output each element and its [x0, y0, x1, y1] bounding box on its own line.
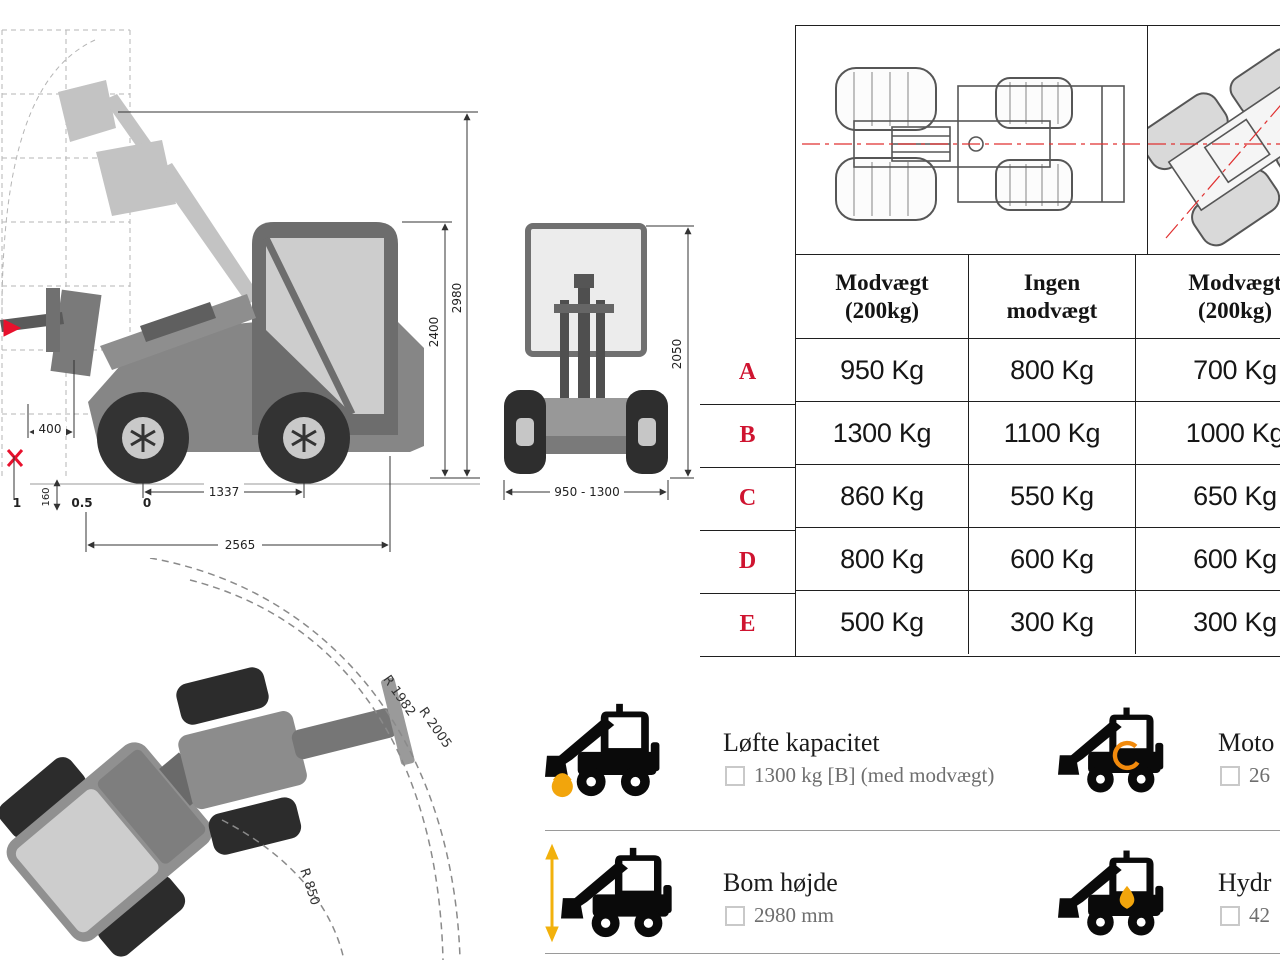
- top-view-articulated-lineart: [1148, 47, 1280, 247]
- capacity-cell: 950 Kg: [796, 339, 969, 401]
- spec-title-motor: Moto: [1218, 728, 1275, 757]
- capacity-cell: 500 Kg: [796, 591, 969, 654]
- spec-value-hydraulics: 42: [1220, 903, 1270, 928]
- dim-width-range: 950 - 1300: [554, 485, 619, 499]
- spec-value-text: 42: [1249, 903, 1270, 927]
- dim-0: 0: [143, 496, 151, 510]
- spec-value-boom-height: 2980 mm: [725, 903, 834, 928]
- capacity-cell: 600 Kg: [969, 528, 1136, 590]
- dim-05: 0.5: [71, 496, 92, 510]
- table-image-articulated: [1148, 26, 1280, 254]
- dim-1: 1: [13, 496, 21, 510]
- table-header-row: Modvægt (200kg) Ingen modvægt Modvægt (2…: [796, 255, 1280, 339]
- loader-top-view: [0, 667, 415, 957]
- motor-icon: [1058, 707, 1164, 793]
- row-divider-stub: [700, 530, 795, 531]
- capacity-cell: 600 Kg: [1193, 543, 1277, 574]
- capacity-cell: 650 Kg: [1193, 480, 1277, 511]
- front-mast: [554, 274, 614, 428]
- dim-r850: R 850: [296, 867, 322, 908]
- spec-value-text: 1300 kg [B] (med modvægt): [754, 763, 995, 787]
- spec-title-hydraulics: Hydr: [1218, 868, 1272, 897]
- dim-1337: 1337: [209, 485, 240, 499]
- boom-cylinder: [140, 302, 216, 342]
- side-view-drawing: 2980 2400 400 160 0.5 0 1 1337 2565: [0, 29, 480, 553]
- capacity-cell: 860 Kg: [796, 465, 969, 527]
- capacity-cell: 300 Kg: [969, 591, 1136, 654]
- col-header-counterweight-2: Modvægt (200kg): [1188, 269, 1280, 323]
- spec-title-lift-capacity: Løfte kapacitet: [723, 728, 880, 757]
- row-label-e: E: [739, 611, 756, 637]
- table-row-b: 1300 Kg 1100 Kg 1000 Kg: [796, 402, 1280, 465]
- spec-value-motor: 26: [1220, 763, 1270, 788]
- pivot-markers: [3, 319, 24, 467]
- capacity-cell: 700 Kg: [1193, 354, 1277, 385]
- dim-2980: 2980: [450, 283, 464, 314]
- spec-value-lift-capacity: 1300 kg [B] (med modvægt): [725, 763, 994, 788]
- checkbox-bullet: [725, 905, 745, 926]
- boom-height-icon: [545, 843, 672, 943]
- front-view-drawing: 2050 950 - 1300: [503, 223, 694, 500]
- spec-title-boom-height: Bom højde: [723, 868, 838, 897]
- checkbox-bullet: [725, 765, 745, 786]
- turning-radius-drawing: R 1982 R 2005 R 850: [0, 558, 461, 960]
- table-row-a: 950 Kg 800 Kg 700 Kg: [796, 339, 1280, 402]
- spec-value-text: 26: [1249, 763, 1270, 787]
- dim-2400: 2400: [427, 317, 441, 348]
- dim-400: 400: [39, 422, 62, 436]
- col-header-counterweight-1: Modvægt (200kg): [796, 255, 969, 338]
- capacity-cell: 800 Kg: [796, 528, 969, 590]
- engine-accent: [1112, 740, 1140, 771]
- dim-2050: 2050: [670, 339, 684, 370]
- row-label-b: B: [739, 422, 756, 448]
- spec-divider-2: [545, 953, 1280, 954]
- spec-divider-1: [545, 830, 1280, 831]
- capacity-cell: 1300 Kg: [796, 402, 969, 464]
- capacity-cell: 550 Kg: [969, 465, 1136, 527]
- row-divider-stub: [700, 593, 795, 594]
- wheels: [97, 392, 350, 484]
- cab-window: [266, 238, 384, 414]
- capacity-table: Modvægt (200kg) Ingen modvægt Modvægt (2…: [795, 25, 1280, 657]
- table-row-c: 860 Kg 550 Kg 650 Kg: [796, 465, 1280, 528]
- front-wheels: [504, 390, 668, 474]
- row-label-a: A: [738, 359, 757, 385]
- weight-accent: [551, 773, 573, 798]
- table-image-row: [796, 26, 1280, 255]
- spec-value-text: 2980 mm: [754, 903, 834, 927]
- dim-label-backgrounds: [34, 421, 262, 553]
- front-dimension-lines: [503, 225, 694, 500]
- dim-160: 160: [41, 487, 52, 506]
- checkbox-bullet: [1220, 765, 1240, 786]
- capacity-cell: 300 Kg: [1193, 607, 1277, 637]
- loader-side-body: [0, 222, 424, 452]
- row-label-c: C: [738, 485, 757, 511]
- attachment-plate: [46, 288, 60, 352]
- hydraulic-accent: [1119, 885, 1135, 909]
- table-row-e: 500 Kg 300 Kg 300 Kg: [796, 591, 1280, 654]
- capacity-cell: 800 Kg: [969, 339, 1136, 401]
- row-divider-stub: [700, 656, 795, 657]
- row-label-d: D: [738, 548, 757, 574]
- capacity-cell: 1100 Kg: [969, 402, 1136, 464]
- col-header-no-counterweight: Ingen modvægt: [969, 255, 1136, 338]
- capacity-cell: 1000 Kg: [1185, 417, 1280, 448]
- boom-raised-ghost: [58, 80, 260, 304]
- radius-arcs: [149, 558, 461, 960]
- boom-arm: [100, 294, 256, 370]
- row-divider-stub: [700, 467, 795, 468]
- top-view-straight-lineart: [802, 67, 1142, 221]
- height-arrow-accent: [545, 843, 559, 943]
- table-image-straight: [796, 26, 1148, 254]
- dim-r2005: R 2005: [415, 705, 454, 751]
- lift-capacity-icon: [545, 703, 660, 798]
- hydraulics-icon: [1058, 850, 1164, 936]
- checkbox-bullet: [1220, 905, 1240, 926]
- dim-2565: 2565: [225, 538, 256, 552]
- table-row-d: 800 Kg 600 Kg 600 Kg: [796, 528, 1280, 591]
- row-divider-stub: [700, 404, 795, 405]
